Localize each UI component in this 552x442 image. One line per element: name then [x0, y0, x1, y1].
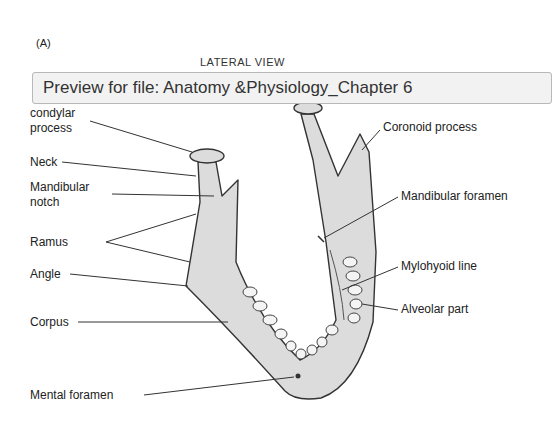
part-label: condylar process — [30, 106, 92, 136]
part-label: Neck — [30, 155, 90, 170]
part-label: Mental foramen — [30, 388, 150, 403]
banner-text: Preview for file: Anatomy &Physiology_Ch… — [33, 73, 551, 103]
part-label: Ramus — [30, 235, 100, 250]
part-label: Mandibular foramen — [401, 189, 541, 204]
part-label: (A) — [36, 36, 76, 51]
preview-banner: Preview for file: Anatomy &Physiology_Ch… — [32, 72, 552, 104]
part-label: Corpus — [30, 315, 90, 330]
view-title: LATERAL VIEW — [200, 56, 285, 68]
part-label: Alveolar part — [401, 302, 541, 317]
part-label: Coronoid process — [383, 120, 523, 135]
part-label: Angle — [30, 267, 90, 282]
part-label: Mandibular notch — [30, 180, 110, 210]
part-label: Mylohyoid line — [401, 259, 541, 274]
